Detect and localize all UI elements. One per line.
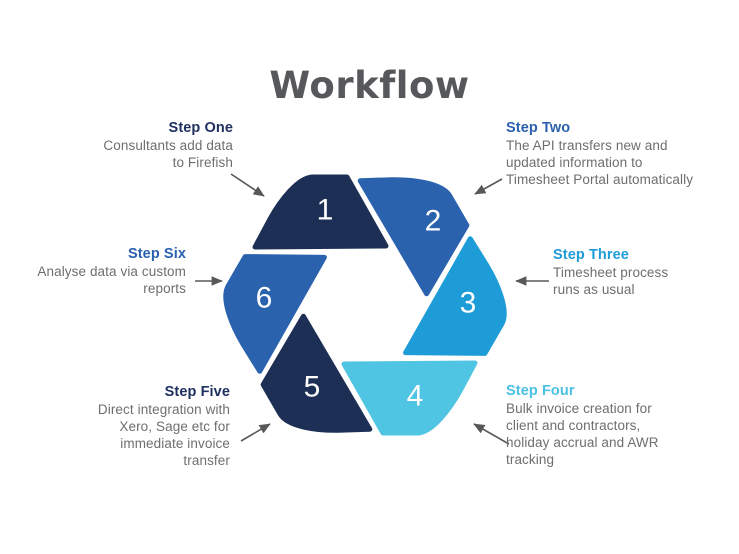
step-four-line: tracking <box>506 452 555 467</box>
step-two-heading: Step Two <box>506 120 571 136</box>
step-two-line: Timesheet Portal automatically <box>506 172 694 187</box>
step-five-block: Step Five Direct integration with Xero, … <box>98 384 230 469</box>
step-five-line: transfer <box>183 453 230 468</box>
step-two-arrow <box>474 178 503 195</box>
step-four-heading: Step Four <box>506 383 575 399</box>
step-three-number: 3 <box>460 287 477 320</box>
step-one-arrow <box>230 173 265 197</box>
step-two-line: updated information to <box>506 155 643 170</box>
step-five-line: Xero, Sage etc for <box>119 419 230 434</box>
step-six-block: Step Six Analyse data via custom reports <box>37 246 186 297</box>
step-four-line: client and contractors, <box>506 418 641 433</box>
step-two-line: The API transfers new and <box>506 138 668 153</box>
step-two-number: 2 <box>425 205 442 238</box>
step-six-line: reports <box>143 281 186 296</box>
step-one-line: Consultants add data <box>103 138 233 153</box>
step-one-heading: Step One <box>168 120 233 136</box>
step-four-number: 4 <box>407 380 424 413</box>
step-three-heading: Step Three <box>553 247 629 263</box>
step-five-number: 5 <box>304 371 321 404</box>
step-five-line: immediate invoice <box>120 436 230 451</box>
step-one-number: 1 <box>317 194 334 227</box>
step-one-block: Step One Consultants add data to Firefis… <box>103 120 233 171</box>
step-three-block: Step Three Timesheet process runs as usu… <box>553 247 668 298</box>
step-four-block: Step Four Bulk invoice creation for clie… <box>506 383 659 468</box>
step-four-line: Bulk invoice creation for <box>506 401 652 416</box>
step-two-block: Step Two The API transfers new and updat… <box>506 120 693 188</box>
page-title: Workflow <box>269 64 470 107</box>
step-four-arrow <box>473 423 510 445</box>
step-three-line: runs as usual <box>553 282 635 297</box>
step-five-arrow <box>240 423 271 442</box>
step-four-line: holiday accrual and AWR <box>506 435 659 450</box>
step-three-line: Timesheet process <box>553 265 669 280</box>
step-five-heading: Step Five <box>164 384 230 400</box>
step-one-line: to Firefish <box>172 155 233 170</box>
step-six-heading: Step Six <box>127 246 186 262</box>
step-six-line: Analyse data via custom <box>37 264 186 279</box>
step-five-line: Direct integration with <box>97 402 230 417</box>
step-six-number: 6 <box>256 282 273 315</box>
